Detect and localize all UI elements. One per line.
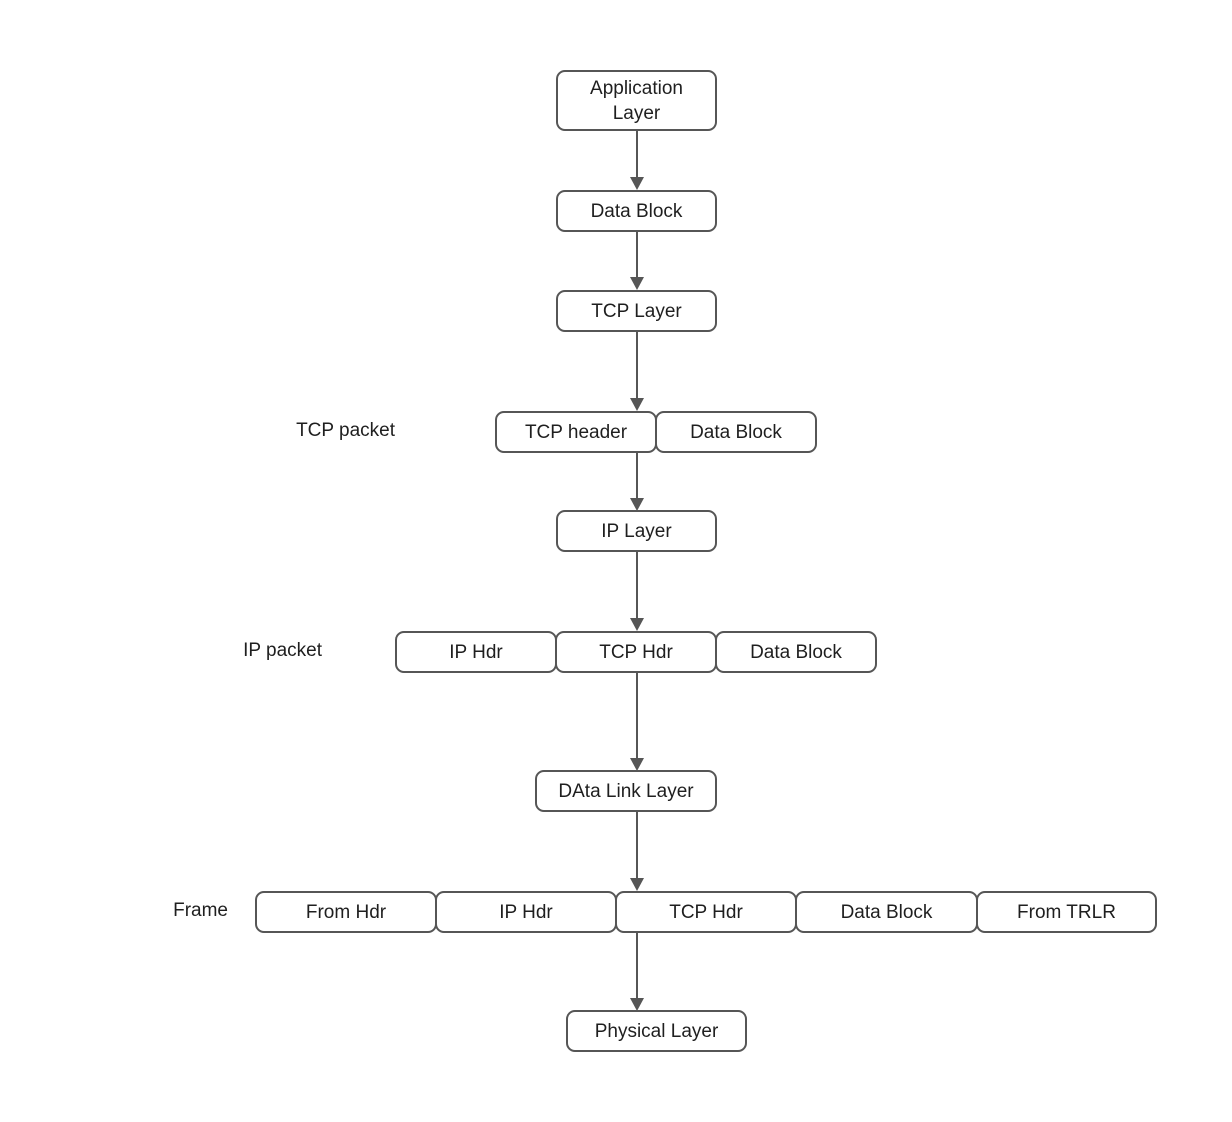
segment-ip-packet-data-block[interactable]: Data Block (715, 631, 877, 673)
arrowhead-icon (630, 498, 644, 511)
connector-shaft (636, 552, 638, 618)
connector-shaft (636, 812, 638, 878)
arrowhead-icon (630, 398, 644, 411)
row-label-tcp-packet: TCP packet (296, 420, 395, 441)
connector-shaft (636, 672, 638, 758)
arrowhead-icon (630, 878, 644, 891)
segment-tcp-packet-data-block[interactable]: Data Block (655, 411, 817, 453)
segment-frame-from-trlr[interactable]: From TRLR (976, 891, 1157, 933)
node-tcp-layer[interactable]: TCP Layer (556, 290, 717, 332)
arrowhead-icon (630, 177, 644, 190)
connector-shaft (636, 932, 638, 998)
connector-shaft (636, 131, 638, 177)
node-data-link-layer[interactable]: DAta Link Layer (535, 770, 717, 812)
connector-shaft (636, 332, 638, 398)
connector-shaft (636, 232, 638, 277)
segment-frame-tcp-hdr[interactable]: TCP Hdr (615, 891, 797, 933)
node-ip-layer[interactable]: IP Layer (556, 510, 717, 552)
arrowhead-icon (630, 618, 644, 631)
segment-ip-packet-tcp-hdr[interactable]: TCP Hdr (555, 631, 717, 673)
node-application-layer[interactable]: Application Layer (556, 70, 717, 131)
row-label-ip-packet: IP packet (243, 640, 322, 661)
segment-frame-from-hdr[interactable]: From Hdr (255, 891, 437, 933)
node-physical-layer[interactable]: Physical Layer (566, 1010, 747, 1052)
segment-frame-data-block[interactable]: Data Block (795, 891, 978, 933)
segment-tcp-header[interactable]: TCP header (495, 411, 657, 453)
node-data-block[interactable]: Data Block (556, 190, 717, 232)
row-label-frame: Frame (173, 900, 228, 921)
arrowhead-icon (630, 277, 644, 290)
segment-ip-hdr[interactable]: IP Hdr (395, 631, 557, 673)
arrowhead-icon (630, 758, 644, 771)
arrowhead-icon (630, 998, 644, 1011)
segment-frame-ip-hdr[interactable]: IP Hdr (435, 891, 617, 933)
connector-shaft (636, 452, 638, 498)
